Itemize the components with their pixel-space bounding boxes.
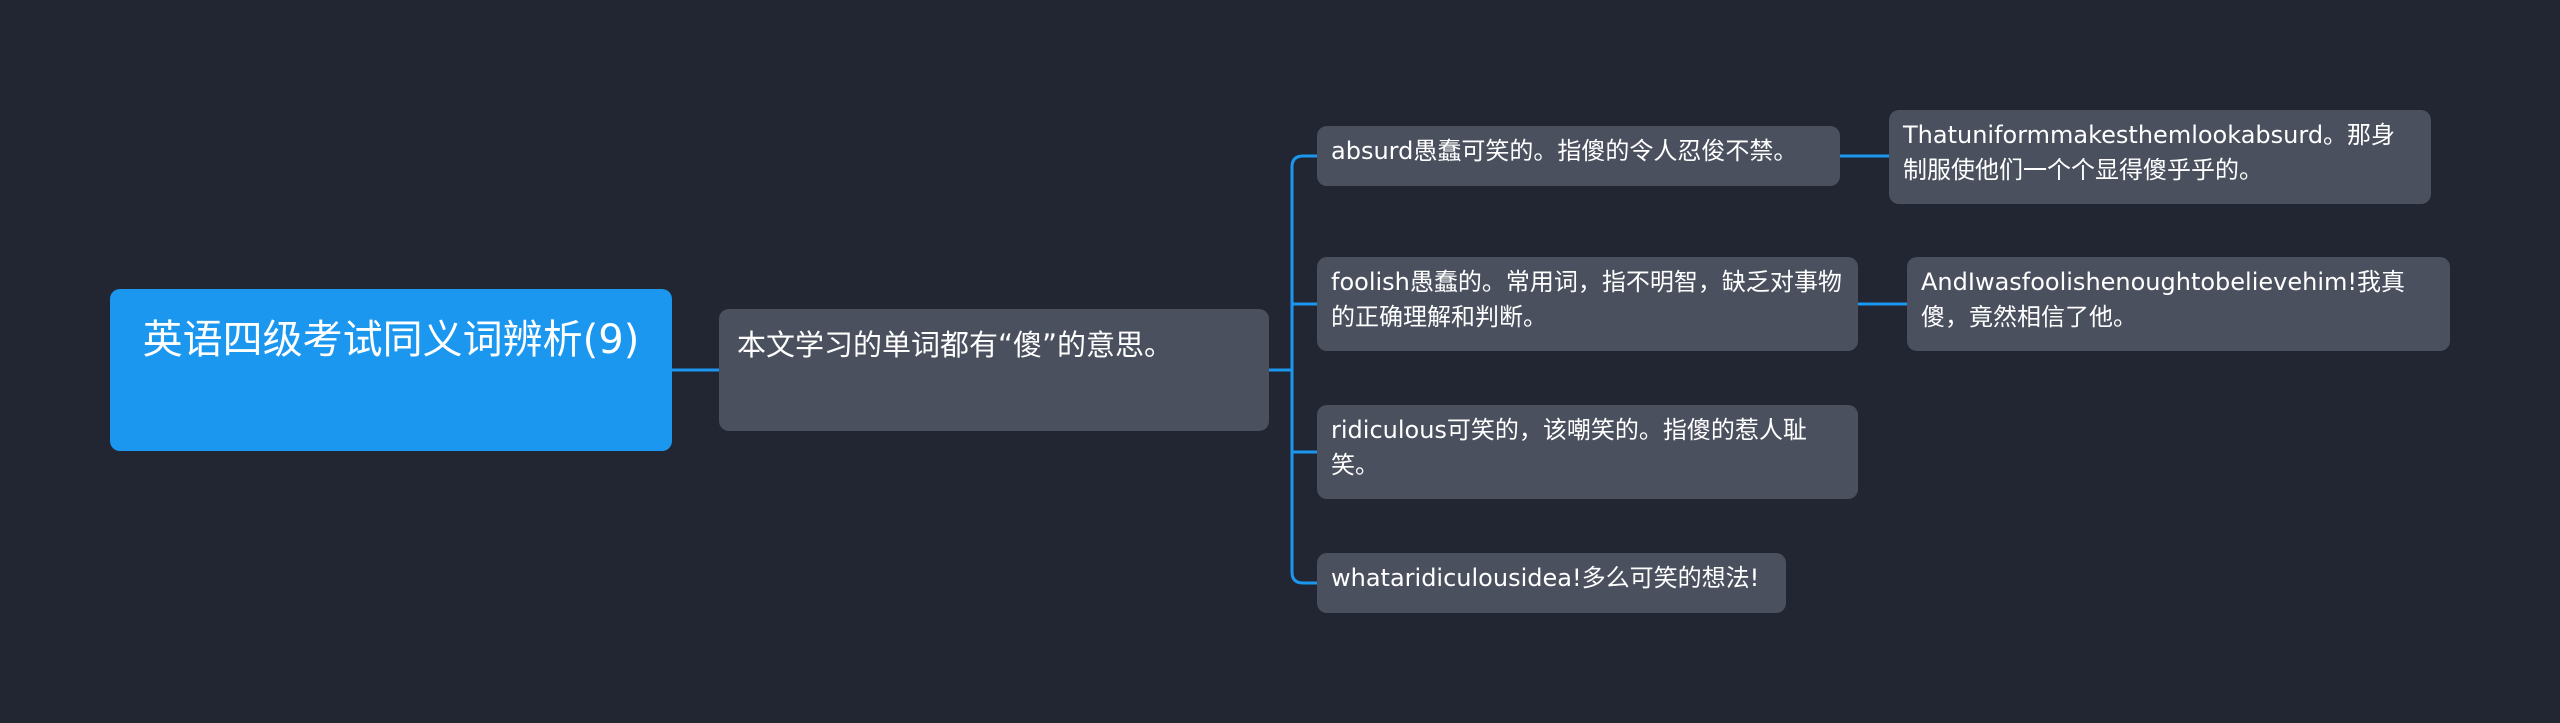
subtopic-ridiculous-example[interactable]: whataridiculousidea!多么可笑的想法! bbox=[1317, 553, 1786, 613]
main-topic-text: 本文学习的单词都有“傻”的意思。 bbox=[737, 328, 1174, 362]
detail-foolish-example-text: AndIwasfoolishenoughtobelievehim!我真傻，竟然相… bbox=[1921, 268, 2406, 331]
root-topic[interactable]: 英语四级考试同义词辨析(9) bbox=[110, 289, 672, 451]
subtopic-foolish-text: foolish愚蠢的。常用词，指不明智，缺乏对事物的正确理解和判断。 bbox=[1331, 268, 1842, 331]
root-topic-text: 英语四级考试同义词辨析(9) bbox=[142, 317, 640, 363]
detail-foolish-example[interactable]: AndIwasfoolishenoughtobelievehim!我真傻，竟然相… bbox=[1907, 257, 2450, 351]
subtopic-ridiculous-text: ridiculous可笑的，该嘲笑的。指傻的惹人耻笑。 bbox=[1331, 416, 1807, 479]
detail-absurd-example[interactable]: Thatuniformmakesthemlookabsurd。那身制服使他们一个… bbox=[1889, 110, 2431, 204]
detail-absurd-example-text: Thatuniformmakesthemlookabsurd。那身制服使他们一个… bbox=[1903, 121, 2396, 184]
subtopic-ridiculous-example-text: whataridiculousidea!多么可笑的想法! bbox=[1331, 564, 1760, 592]
subtopic-absurd[interactable]: absurd愚蠢可笑的。指傻的令人忍俊不禁。 bbox=[1317, 126, 1840, 186]
subtopic-ridiculous[interactable]: ridiculous可笑的，该嘲笑的。指傻的惹人耻笑。 bbox=[1317, 405, 1858, 499]
main-topic[interactable]: 本文学习的单词都有“傻”的意思。 bbox=[719, 309, 1269, 431]
connector-branch-bus bbox=[1290, 154, 1317, 585]
subtopic-absurd-text: absurd愚蠢可笑的。指傻的令人忍俊不禁。 bbox=[1331, 137, 1798, 165]
subtopic-foolish[interactable]: foolish愚蠢的。常用词，指不明智，缺乏对事物的正确理解和判断。 bbox=[1317, 257, 1858, 351]
